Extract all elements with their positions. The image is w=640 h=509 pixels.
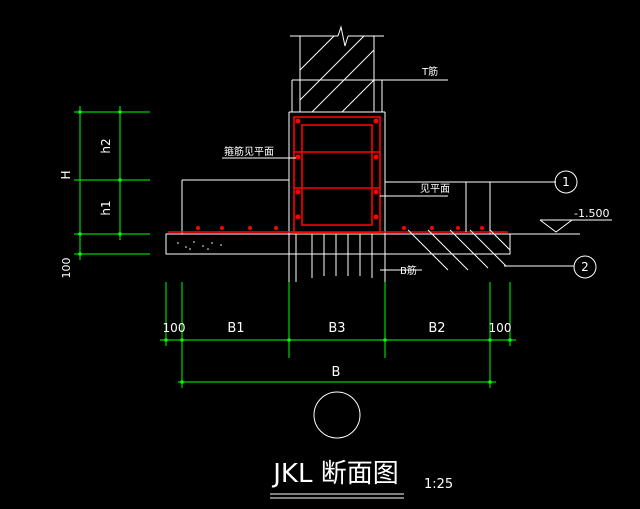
elevation-label: -1.500: [574, 207, 609, 220]
dim-100-vertical: 100: [60, 258, 73, 279]
footing-slab: [165, 179, 511, 255]
dim-B3: B3: [328, 321, 345, 336]
svg-text:2: 2: [581, 260, 589, 274]
soil-hatch: [407, 229, 511, 271]
drawing-title: JKL 断面图: [271, 459, 398, 489]
column-hatch: [299, 35, 375, 113]
svg-text:1: 1: [562, 175, 570, 189]
vertical-dimensions: [74, 106, 150, 260]
dim-B1: B1: [227, 321, 244, 336]
title-underline: [270, 493, 404, 499]
rebar-cage: [168, 116, 508, 234]
horizontal-ticks: [164, 338, 512, 384]
dim-B: B: [332, 365, 341, 380]
stirrup-label: 箍筋见平面: [224, 145, 274, 158]
cover-speckle: [177, 241, 222, 250]
leaders: [222, 79, 580, 271]
b-bar-label: B筋: [400, 264, 417, 277]
column-above: [290, 25, 384, 113]
marker-2: 2: [573, 255, 597, 279]
dim-H: H: [59, 170, 73, 179]
dim-B2: B2: [428, 321, 445, 336]
marker-1: 1: [554, 170, 578, 194]
dim-100-left: 100: [163, 321, 186, 335]
dim-h2: h2: [99, 138, 113, 153]
rebar-dots: [196, 118, 484, 230]
dim-h1: h1: [99, 200, 113, 215]
bars-below: [295, 234, 373, 282]
beam-outline: [288, 111, 386, 285]
dim-100-right: 100: [489, 321, 512, 335]
elevation-marker: [539, 219, 612, 233]
horizontal-dimensions: [160, 282, 516, 388]
vertical-ticks: [78, 110, 122, 256]
see-plan-label: 见平面: [420, 183, 450, 195]
drawing-scale: 1:25: [424, 477, 453, 492]
section-symbol: [313, 391, 361, 439]
t-bar-label: T筋: [421, 65, 438, 78]
